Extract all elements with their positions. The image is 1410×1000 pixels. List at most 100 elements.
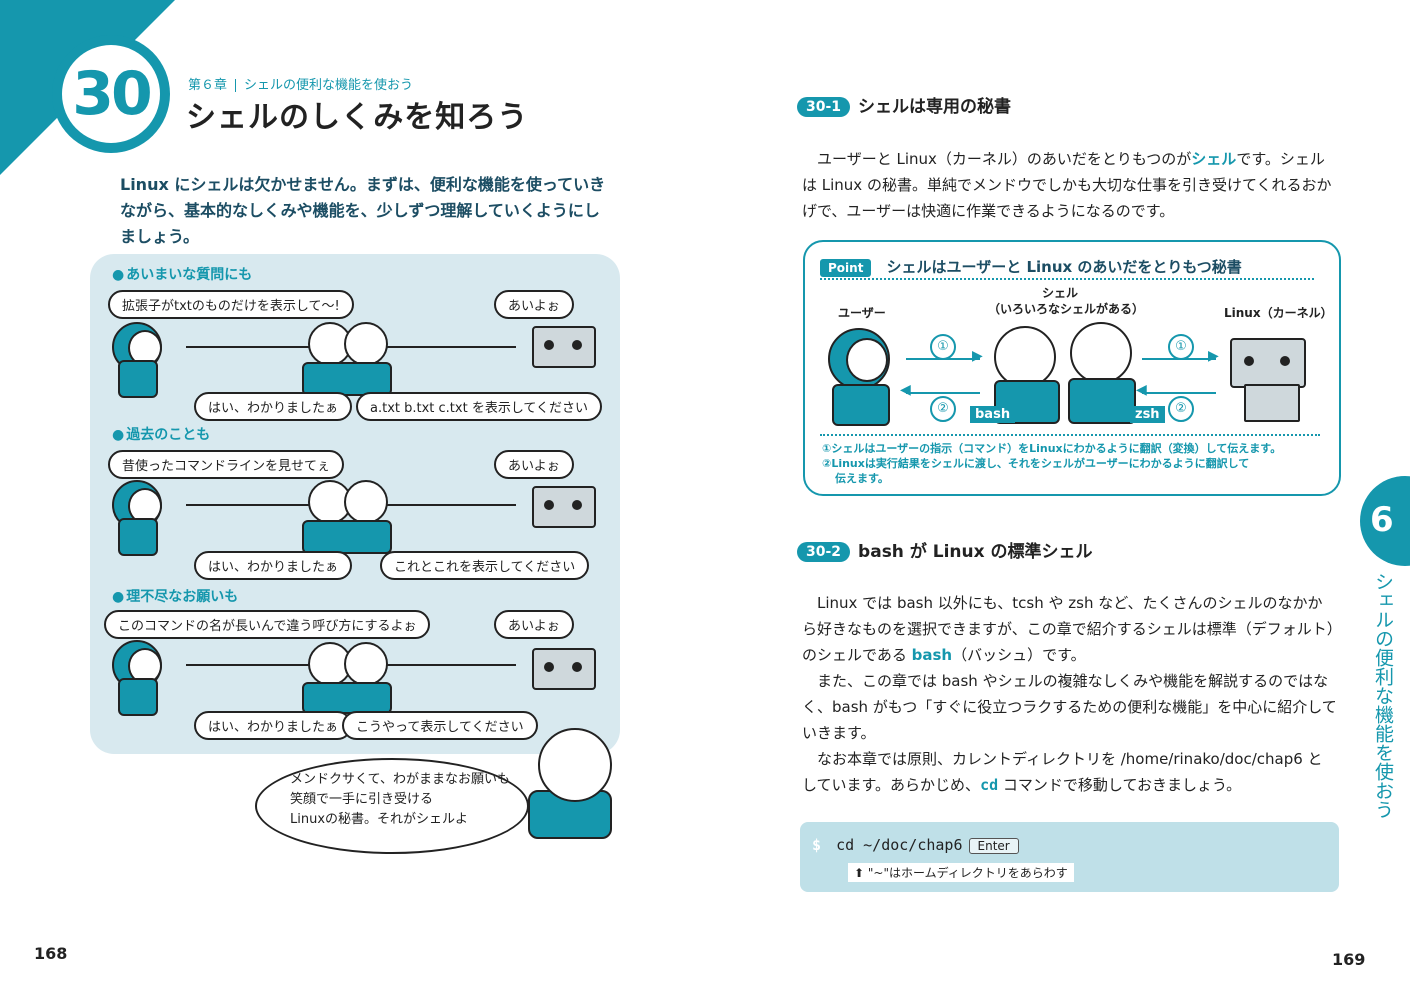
note-1: ①シェルはユーザーの指示（コマンド）をLinuxにわかるように翻訳（変換）して伝… — [822, 442, 1282, 455]
arrow-head-icon: ▶ — [1208, 348, 1219, 364]
paragraph-4: なお本章では原則、カレントディレクトリを /home/rinako/doc/ch… — [802, 746, 1337, 798]
point-header: Point シェルはユーザーと Linux のあいだをとりもつ秘書 — [820, 256, 1242, 277]
command-line: $ cd ~/doc/chap6 Enter — [812, 836, 1019, 854]
shell-reply: はい、わかりましたぁ — [194, 711, 353, 740]
chapter-line: 第６章 シェルの便利な機能を使おう — [188, 74, 413, 93]
text-run: です。シェルは Linux の秘書。単純でメンドウでしかも大切な仕事を引き受けて… — [802, 150, 1332, 220]
secretary-figure — [538, 728, 612, 802]
chapter-label: 第６章 — [188, 78, 228, 93]
shell-twins — [300, 480, 390, 524]
page-number-right: 169 — [1332, 950, 1366, 969]
user-label: ユーザー — [838, 306, 886, 320]
shell-label: シェル — [1042, 286, 1079, 300]
note-2a: ②Linuxは実行結果をシェルに渡し、それをシェルがユーザーにわかるように翻訳し… — [822, 457, 1250, 470]
cloud-line: Linuxの秘書。それがシェルよ — [290, 812, 469, 827]
zsh-tag: zsh — [1130, 406, 1165, 423]
shell-person-2 — [1070, 322, 1132, 384]
hint-text: "~"はホームディレクトリをあらわす — [867, 866, 1068, 880]
user-speech: このコマンドの名が長いんで違う呼び方にするよぉ — [104, 610, 431, 639]
chapter-number-badge: 30 — [52, 35, 170, 153]
paragraph-3: また、この章では bash やシェルの複雑なしくみや機能を解説するのではなく、b… — [802, 672, 1337, 742]
side-tab-number: 6 — [1370, 500, 1394, 540]
enter-key: Enter — [968, 838, 1019, 854]
shell-body-2 — [1068, 378, 1136, 424]
user-body — [832, 384, 890, 426]
robot-speech: あいよぉ — [494, 610, 574, 639]
section-number: 30-2 — [797, 542, 851, 562]
user-body — [118, 678, 158, 716]
step-1-badge: ① — [1168, 334, 1194, 360]
user-speech: 昔使ったコマンドラインを見せてぇ — [108, 450, 345, 479]
text-run: （バッシュ）です。 — [952, 646, 1086, 664]
step-2-badge: ② — [930, 396, 956, 422]
shell-twins — [300, 642, 390, 686]
chapter-subtitle: シェルの便利な機能を使おう — [244, 78, 414, 93]
shell-to-robot: こうやって表示してください — [342, 711, 538, 740]
shell-reply: はい、わかりましたぁ — [194, 551, 353, 580]
step-2-badge: ② — [1168, 396, 1194, 422]
text-run: ユーザーと Linux（カーネル）のあいだをとりもつのが — [817, 150, 1192, 168]
shell-body — [302, 362, 392, 396]
arrow-shell-to-user — [906, 392, 980, 394]
step-1-badge: ① — [930, 334, 956, 360]
section-heading-1: 30-1 シェルは専用の秘書 — [797, 92, 1011, 117]
linux-robot — [1230, 338, 1306, 388]
paragraph-1: ユーザーと Linux（カーネル）のあいだをとりもつのがシェルです。シェルは L… — [802, 146, 1337, 224]
shell-body — [302, 520, 392, 554]
scene-label: 理不尽なお願いも — [112, 586, 238, 606]
paragraph-2: Linux では bash 以外にも、tcsh や zsh など、たくさんのシェ… — [802, 590, 1337, 668]
cloud-line: 笑顔で一手に引き受ける — [290, 792, 434, 807]
text-run: Linux では bash 以外にも、tcsh や zsh など、たくさんのシェ… — [802, 594, 1335, 664]
side-tab-text: シェルの便利な機能を使おう — [1372, 572, 1394, 819]
robot-figure — [532, 648, 596, 690]
shell-body — [302, 682, 392, 714]
section-heading-2: 30-2 bash が Linux の標準シェル — [797, 537, 1093, 562]
point-tag: Point — [820, 259, 872, 277]
prompt: $ — [812, 836, 822, 854]
text-run: cd — [980, 776, 999, 794]
user-body — [118, 360, 158, 398]
robot-speech: あいよぉ — [494, 450, 574, 479]
text-run: なお本章では原則、カレントディレクトリを /home/rinako/doc/ch… — [802, 750, 1323, 794]
point-notes: ①シェルはユーザーの指示（コマンド）をLinuxにわかるように翻訳（変換）して伝… — [822, 441, 1327, 486]
command-hint: ⬆ "~"はホームディレクトリをあらわす — [848, 862, 1074, 882]
text-run: シェル — [1191, 150, 1237, 168]
shell-reply: はい、わかりましたぁ — [194, 392, 353, 421]
section-title: シェルは専用の秘書 — [858, 97, 1012, 117]
page-title: シェルのしくみを知ろう — [186, 100, 529, 135]
page-number-left: 168 — [34, 944, 68, 963]
robot-figure — [532, 486, 596, 528]
user-speech: 拡張子がtxtのものだけを表示して〜! — [108, 290, 354, 319]
note-2b: 伝えます。 — [835, 472, 889, 485]
intro-text: Linux にシェルは欠かせません。まずは、便利な機能を使っていきながら、基本的… — [120, 175, 606, 246]
cloud-bubble — [255, 758, 529, 854]
bash-tag: bash — [970, 406, 1016, 423]
chapter-number: 30 — [62, 45, 160, 143]
dotted-divider — [820, 434, 1320, 436]
point-title: シェルはユーザーと Linux のあいだをとりもつ秘書 — [886, 258, 1242, 276]
scene-label: あいまいな質問にも — [112, 264, 252, 284]
cloud-line: メンドクサくて、わがままなお願いも — [290, 772, 510, 787]
user-body — [118, 518, 158, 556]
text-run: bash — [911, 646, 953, 664]
secretary-body — [528, 790, 612, 839]
arrow-head-icon: ◀ — [900, 382, 911, 398]
robot-figure — [532, 326, 596, 368]
section-title: bash が Linux の標準シェル — [858, 542, 1093, 562]
linux-robot-body — [1244, 384, 1300, 422]
user-figure — [828, 328, 890, 390]
scene-label: 過去のことも — [112, 424, 210, 444]
section-number: 30-1 — [797, 97, 851, 117]
shell-person-1 — [994, 326, 1056, 388]
shell-to-robot: a.txt b.txt c.txt を表示してください — [356, 392, 603, 421]
text-run: コマンドで移動しておきましょう。 — [998, 776, 1242, 794]
command-text: cd ~/doc/chap6 — [836, 836, 963, 854]
shell-to-robot: これとこれを表示してください — [380, 551, 590, 580]
dotted-divider — [820, 278, 1314, 280]
arrow-linux-to-shell — [1142, 392, 1216, 394]
cloud-text: メンドクサくて、わがままなお願いも 笑顔で一手に引き受ける Linuxの秘書。そ… — [290, 770, 510, 830]
shell-sublabel: （いろいろなシェルがある） — [988, 302, 1145, 316]
arrow-head-icon: ◀ — [1136, 382, 1147, 398]
robot-speech: あいよぉ — [494, 290, 574, 319]
linux-label: Linux（カーネル） — [1224, 306, 1333, 320]
